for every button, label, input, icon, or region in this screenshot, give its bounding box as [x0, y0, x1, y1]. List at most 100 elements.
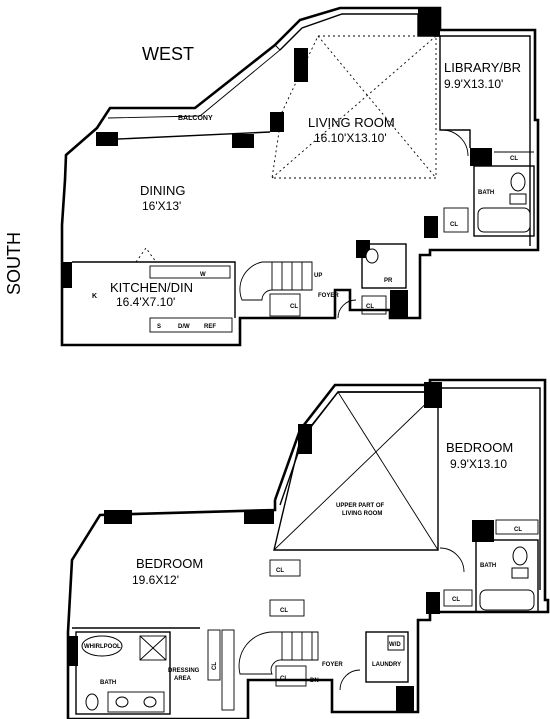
- sink: [143, 696, 157, 708]
- upper-foyer-door: [339, 669, 361, 691]
- library-door-swing: [441, 129, 469, 157]
- toilet: [512, 546, 528, 566]
- upper-outer-wall-inner: [279, 387, 541, 590]
- living-room-dashed-outline: [271, 35, 437, 179]
- w-label: W: [200, 272, 206, 278]
- closet-label: CL: [510, 156, 518, 162]
- balcony-rail: [107, 44, 281, 119]
- sink: [115, 696, 129, 708]
- upper-part-label-1: UPPER PART OF: [336, 503, 385, 509]
- shower-x: [139, 635, 167, 661]
- column: [294, 48, 308, 82]
- stair-up-label: UP: [314, 273, 322, 279]
- upper-left-bath-label: BATH: [100, 680, 116, 686]
- compass-west: WEST: [142, 44, 194, 64]
- stair-closet: [275, 665, 307, 687]
- washer-dryer: [387, 635, 405, 651]
- balcony-label: BALCONY: [178, 115, 213, 122]
- dining-dims: 16'X13': [142, 199, 181, 213]
- stair-closet: [269, 293, 301, 317]
- column: [270, 112, 284, 132]
- whirlpool-label: WHIRLPOOL: [84, 644, 121, 650]
- closet-label: CL: [276, 568, 284, 574]
- column: [62, 262, 72, 288]
- bedroom-right-door: [439, 547, 465, 573]
- library-wall: [436, 35, 471, 148]
- lower-bath-room: [473, 165, 535, 237]
- dining-door-swing: [135, 247, 157, 263]
- bathtub: [479, 589, 535, 611]
- column: [104, 510, 132, 524]
- pr-label: PR: [384, 278, 393, 284]
- living-room-dims: 16.10'X13.10': [314, 131, 387, 145]
- kitchen-k: K: [92, 293, 97, 300]
- upper-part-label-2: LIVING ROOM: [342, 511, 382, 517]
- column: [472, 520, 494, 542]
- dishwasher-label: D/W: [178, 324, 190, 330]
- bedroom-left-dims: 19.6X12': [132, 573, 179, 587]
- closet-label: CL: [212, 662, 218, 670]
- open-to-below-diag: [273, 391, 439, 551]
- closet: [443, 207, 469, 233]
- kitchen-name: KITCHEN/DIN: [110, 280, 193, 295]
- foyer-door-swing: [337, 299, 357, 319]
- vanity: [107, 691, 165, 713]
- closet-label: CL: [450, 222, 458, 228]
- upper-foyer-label: FOYER: [322, 662, 343, 668]
- closet-label: CL: [514, 527, 522, 533]
- column: [396, 686, 414, 712]
- fridge-label: REF: [204, 324, 216, 330]
- laundry-room: [365, 631, 409, 683]
- kitchen-wall: [72, 261, 236, 318]
- closet: [443, 589, 473, 607]
- column: [424, 382, 442, 408]
- upper-outer-wall: [66, 378, 550, 719]
- spiral-stair-upper: [238, 631, 319, 675]
- bedroom-left-name: BEDROOM: [136, 556, 203, 571]
- closet-label: CL: [290, 304, 298, 310]
- compass-south: SOUTH: [4, 232, 24, 295]
- sink-label: S: [157, 324, 161, 330]
- upper-right-bath: [475, 539, 539, 613]
- stair-dn-label: DN: [310, 678, 319, 684]
- column: [298, 424, 312, 454]
- library-dims: 9.9'X13.10': [444, 77, 503, 91]
- toilet: [85, 693, 99, 711]
- foyer-closet: [361, 295, 387, 315]
- closet: [495, 519, 539, 535]
- column: [426, 592, 440, 614]
- column: [470, 148, 492, 166]
- upper-right-bath-label: BATH: [480, 563, 496, 569]
- closet-label: CL: [280, 676, 288, 682]
- column: [424, 216, 438, 238]
- living-room-name: LIVING ROOM: [308, 115, 395, 130]
- closet-label: CL: [452, 597, 460, 603]
- upper-floor: UPPER PART OF LIVING ROOM BEDROOM 9.9'X1…: [66, 378, 550, 719]
- balcony-wall: [96, 131, 271, 141]
- kitchen-counter: [149, 265, 231, 279]
- powder-room: [361, 243, 407, 289]
- bedroom-right-dims: 9.9'X13.10: [450, 457, 507, 471]
- open-to-below-outline: [273, 391, 439, 551]
- living-room-diag: [317, 35, 437, 179]
- dressing-closet: [221, 629, 235, 711]
- dining-name: DINING: [140, 183, 186, 198]
- closet: [269, 559, 301, 577]
- foyer-label: FOYER: [318, 293, 339, 299]
- dressing-label-1: DRESSING: [168, 668, 200, 674]
- open-to-below-diag: [337, 391, 439, 551]
- library-name: LIBRARY/BR: [444, 60, 521, 75]
- bedroom-right-name: BEDROOM: [446, 440, 513, 455]
- living-room-diag: [271, 35, 437, 179]
- kitchen-counter-bottom: [149, 317, 233, 333]
- whirlpool-tub: [81, 635, 123, 657]
- laundry-label: LAUNDRY: [372, 662, 401, 668]
- spiral-stair: [239, 261, 313, 301]
- shower: [139, 635, 167, 661]
- column: [244, 510, 274, 524]
- dressing-label-2: AREA: [174, 676, 192, 682]
- sink: [509, 193, 527, 205]
- bathtub: [477, 207, 531, 233]
- lower-bath-label: BATH: [478, 190, 494, 196]
